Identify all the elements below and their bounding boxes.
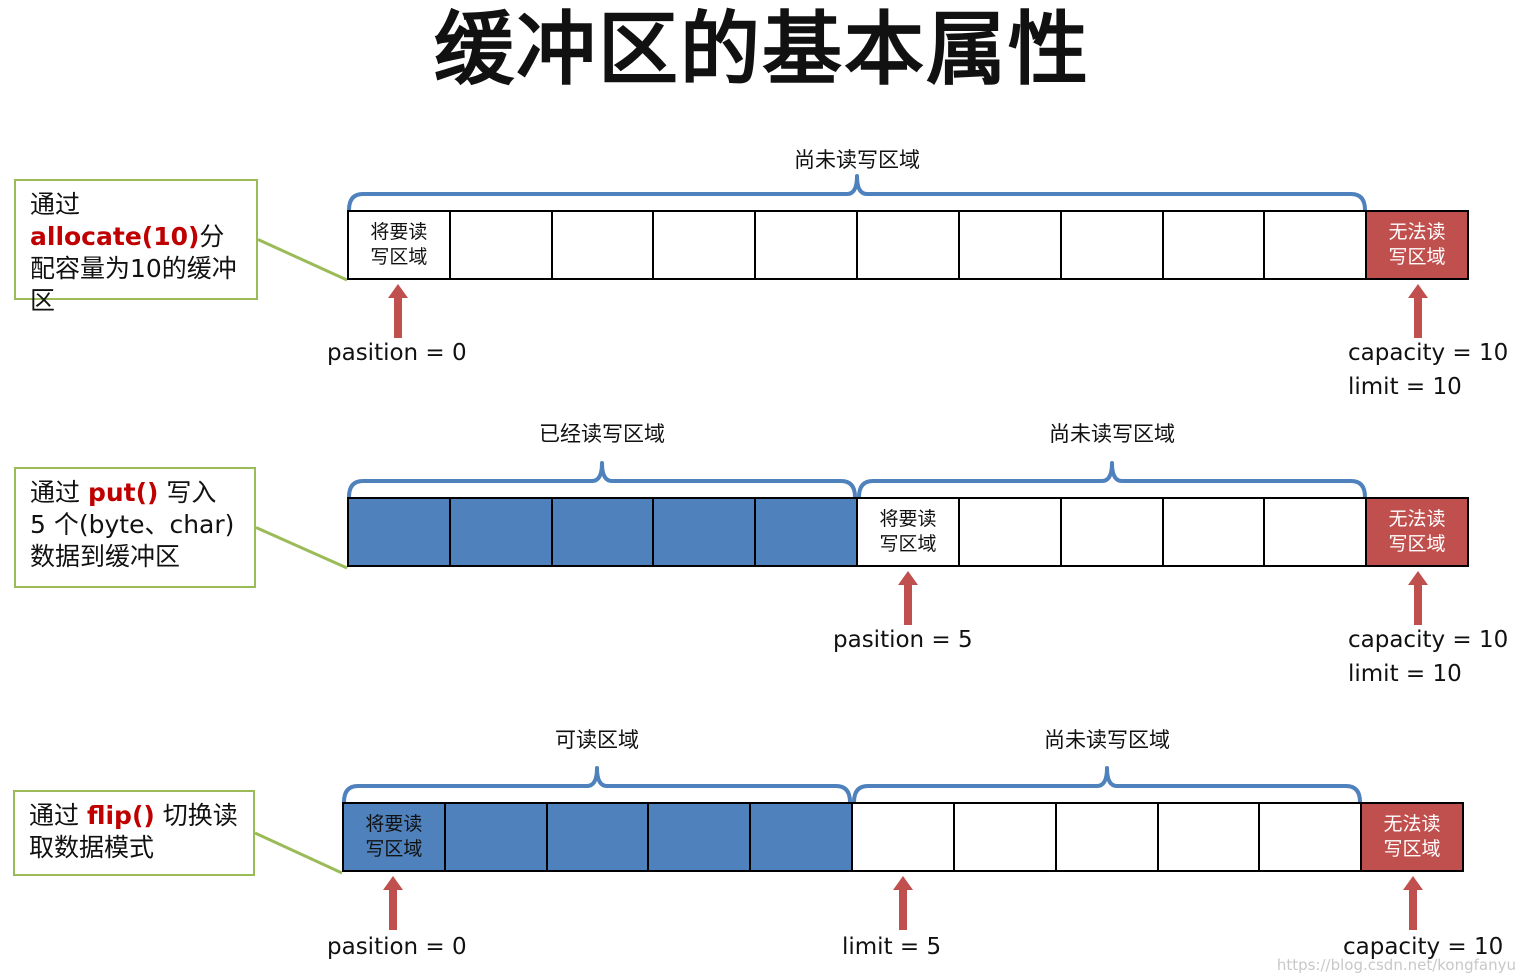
pointer-label-line: pasition = 0 [327,340,467,366]
callout-leader-line [254,831,343,875]
callout-text-pre: 通过 [30,478,88,507]
region-label: 尚未读写区域 [1049,422,1175,446]
buffer-bar: 将要读 写区域 无法读 写区域 [347,210,1469,280]
buffer-cell [959,499,1062,565]
callout-text-post: 切换读取数据模式 [29,801,238,862]
callout-text-post: 写入 5 个(byte、char)数据到缓冲区 [30,478,235,571]
buffer-cell [654,212,757,278]
pointer-label-line: capacity = 10 [1348,627,1509,653]
region-label: 尚未读写区域 [1044,728,1170,752]
buffer-cell-filled [445,804,548,870]
buffer-cell [1061,499,1164,565]
buffer-cell-filled [654,499,757,565]
pointer-arrow [893,876,913,930]
region-brace [342,766,852,803]
buffer-bar: 将要读 写区域 无法读 写区域 [342,802,1464,872]
pointer-label: capacity = 10 limit = 10 [1348,623,1508,691]
buffer-cell-blocked: 无法读 写区域 [1367,499,1467,565]
region-brace [347,461,857,498]
buffer-cell [450,212,553,278]
buffer-cell [1265,499,1368,565]
pointer-label-line: limit = 10 [1348,374,1462,400]
pointer-label: limit = 5 [842,930,941,964]
region-brace [347,174,1367,211]
buffer-cell-filled [547,804,650,870]
buffer-cell [552,212,655,278]
step-callout: 通过 allocate(10)分配容量为10的缓冲区 [14,179,258,315]
watermark: https://blog.csdn.net/kongfanyu [1276,956,1516,974]
buffer-cell-filled [349,499,451,565]
buffer-cell [1163,212,1266,278]
pointer-arrow [898,571,918,625]
buffer-cell-filled [649,804,752,870]
pointer-label-line: pasition = 0 [327,934,467,960]
buffer-cell-filled: 将要读 写区域 [344,804,446,870]
buffer-cell [1158,804,1261,870]
callout-leader-line [255,526,348,570]
region-label: 已经读写区域 [539,422,665,446]
callout-leader-line [257,238,348,282]
pointer-label-line: capacity = 10 [1348,340,1509,366]
buffer-cell [1260,804,1363,870]
buffer-cell [853,804,955,870]
pointer-label: capacity = 10 limit = 10 [1348,336,1508,404]
buffer-cell-label: 无法读 写区域 [1383,813,1441,860]
buffer-cell-blocked: 无法读 写区域 [1367,212,1467,278]
buffer-cell-blocked: 无法读 写区域 [1362,804,1462,870]
buffer-cell: 将要读 写区域 [858,499,960,565]
region-label: 可读区域 [555,728,639,752]
buffer-cell [959,212,1062,278]
step-callout: 通过 put() 写入 5 个(byte、char)数据到缓冲区 [14,467,256,588]
pointer-arrow [1408,571,1428,625]
buffer-cell [1061,212,1164,278]
buffer-cell [756,212,859,278]
callout-text-post: 分配容量为10的缓冲区 [30,222,237,315]
pointer-label: pasition = 0 [327,336,467,370]
pointer-label: pasition = 5 [833,623,973,657]
buffer-cell [1265,212,1368,278]
buffer-cell-label: 将要读 写区域 [365,813,423,860]
pointer-label-line: pasition = 5 [833,627,973,653]
buffer-cell-filled [751,804,854,870]
buffer-cell-filled [450,499,553,565]
pointer-label-line: limit = 5 [842,934,942,960]
pointer-arrow [1408,284,1428,338]
pointer-arrow [383,876,403,930]
callout-text-pre: 通过 [29,801,87,830]
pointer-label-line: capacity = 10 [1343,934,1504,960]
diagram-title: 缓冲区的基本属性 [434,2,1090,96]
buffer-cell: 将要读 写区域 [349,212,451,278]
buffer-cell-filled [756,499,859,565]
buffer-cell-label: 将要读 写区域 [879,508,937,555]
callout-text-pre: 通过 [30,190,81,219]
buffer-cell [954,804,1057,870]
pointer-arrow [388,284,408,338]
pointer-label: pasition = 0 [327,930,467,964]
pointer-label-line: limit = 10 [1348,661,1462,687]
region-brace [852,766,1362,803]
region-brace [857,461,1367,498]
buffer-cell-label: 无法读 写区域 [1388,508,1446,555]
buffer-cell-label: 无法读 写区域 [1388,221,1446,268]
buffer-cell [858,212,960,278]
buffer-cell [1163,499,1266,565]
step-callout: 通过 flip() 切换读取数据模式 [13,790,255,876]
buffer-bar: 将要读 写区域 无法读 写区域 [347,497,1469,567]
buffer-cell-filled [552,499,655,565]
buffer-cell-label: 将要读 写区域 [370,221,428,268]
callout-method: flip() [86,801,155,830]
callout-method: put() [87,478,159,507]
region-label: 尚未读写区域 [794,148,920,172]
buffer-cell [1056,804,1159,870]
pointer-arrow [1403,876,1423,930]
pointer-label: capacity = 10 [1343,930,1503,964]
callout-method: allocate(10) [30,222,200,251]
